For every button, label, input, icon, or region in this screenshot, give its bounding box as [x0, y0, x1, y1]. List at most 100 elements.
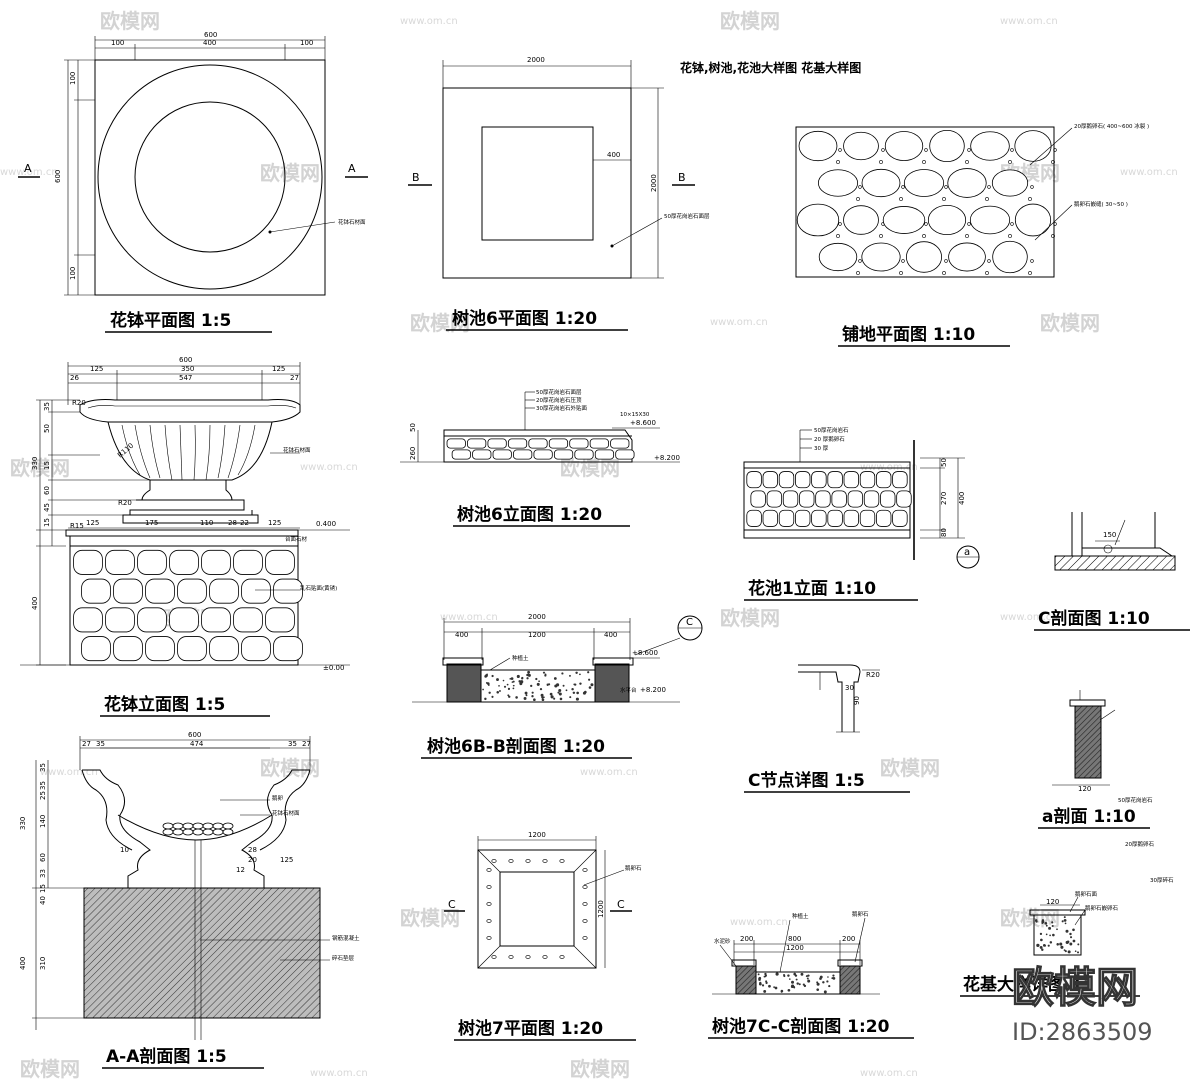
svg-text:种植土: 种植土: [512, 654, 529, 662]
pebble-dot: [525, 955, 531, 959]
stone: [105, 607, 135, 633]
dim-text: 350: [181, 365, 194, 373]
stone: [843, 509, 859, 527]
bed1-elevation-view: 50厚花岗岩石 20 厚鹅卵石 30 厚 50 270 80 400 a 花池1…: [743, 426, 980, 601]
svg-text:50: 50: [409, 423, 417, 432]
stone: [81, 636, 111, 662]
dim-text: 2000: [650, 174, 658, 192]
gravel-dot: [787, 974, 790, 977]
gravel-dot: [535, 677, 538, 681]
svg-text:125: 125: [86, 519, 99, 527]
pebble: [1028, 271, 1032, 275]
gravel-dot: [541, 696, 544, 699]
gravel-dot: [569, 674, 571, 677]
gravel-dot: [561, 672, 564, 675]
svg-text:110: 110: [200, 519, 213, 527]
c-section-view: 150 C剖面图 1:10: [1034, 512, 1190, 631]
svg-text:www.om.cn: www.om.cn: [580, 767, 638, 778]
svg-text:28: 28: [228, 519, 237, 527]
pebble-dot: [582, 868, 588, 872]
gravel-fill: [1034, 916, 1080, 954]
svg-text:30厚碎石: 30厚碎石: [1150, 876, 1174, 884]
gravel-dot: [1037, 944, 1040, 947]
stone: [513, 449, 533, 460]
gravel-dot: [579, 673, 581, 676]
gravel-dot: [488, 691, 491, 694]
stone: [892, 471, 908, 489]
gravel-dot: [768, 984, 771, 988]
svg-text:80: 80: [940, 528, 948, 537]
pebble-dot: [486, 885, 492, 889]
svg-text:花钵石材面: 花钵石材面: [272, 809, 300, 817]
svg-text:www.om.cn: www.om.cn: [860, 1068, 918, 1079]
gravel-dot: [588, 686, 592, 689]
paving-stone: [927, 204, 967, 236]
svg-text:40: 40: [39, 896, 47, 905]
svg-text:50厚花岗岩石面层: 50厚花岗岩石面层: [536, 388, 582, 396]
gravel-dot: [542, 696, 545, 699]
svg-text:200: 200: [740, 935, 753, 943]
stone: [533, 449, 553, 460]
stone: [843, 471, 859, 489]
svg-text:90: 90: [853, 696, 861, 705]
gravel-dot: [832, 974, 835, 977]
stone: [273, 578, 303, 604]
pebble: [881, 148, 885, 152]
stone: [105, 549, 135, 575]
dim-text: 400: [607, 151, 620, 159]
svg-text:400: 400: [958, 492, 966, 505]
radius-label: R20: [118, 499, 132, 507]
pebble: [212, 822, 224, 830]
gravel-dot: [1039, 945, 1043, 949]
gravel-dot: [773, 986, 775, 988]
level-text: +8.600: [630, 419, 656, 427]
gravel-dot: [507, 694, 510, 697]
svg-text:1200: 1200: [597, 900, 605, 918]
paving-stone: [991, 169, 1029, 197]
gravel-dot: [559, 697, 563, 701]
gravel-dot: [506, 683, 509, 686]
gravel-dot: [533, 698, 536, 702]
gravel-dot: [572, 691, 576, 695]
gravel-dot: [1067, 950, 1071, 954]
stone: [589, 438, 609, 449]
gravel-dot: [516, 674, 520, 678]
svg-text:175: 175: [145, 519, 158, 527]
pebble: [858, 259, 862, 263]
gravel-dot: [1059, 942, 1063, 946]
gravel-dot: [1070, 936, 1073, 939]
gravel-dot: [575, 671, 578, 675]
svg-text:474: 474: [190, 740, 204, 748]
svg-text:22: 22: [240, 519, 249, 527]
gravel-dot: [816, 982, 820, 986]
svg-text:50: 50: [940, 458, 948, 467]
paving-stone: [818, 242, 858, 272]
svg-text:欧模网: 欧模网: [720, 9, 780, 33]
gravel-dot: [758, 982, 762, 986]
gravel-dot: [775, 972, 779, 976]
stone: [528, 438, 548, 449]
stone: [169, 607, 199, 633]
c-node-detail-view: R20 30 90 C节点详图 1:5: [744, 664, 910, 793]
pebble: [1051, 160, 1055, 164]
gravel-dot: [1034, 919, 1038, 922]
gravel-dot: [832, 976, 836, 980]
gravel-dot: [1072, 939, 1076, 943]
gravel-dot: [1045, 933, 1048, 936]
gravel-dot: [576, 691, 579, 695]
svg-text:鹅卵石嵌卵石: 鹅卵石嵌卵石: [1085, 904, 1119, 912]
stone: [795, 509, 811, 527]
leader-note: 乱石贴面(黄锈): [300, 584, 337, 592]
leader-note: 50厚花岗岩石面层: [664, 212, 710, 220]
svg-text:35: 35: [96, 740, 105, 748]
gravel-dot: [780, 991, 783, 993]
svg-text:12: 12: [236, 866, 245, 874]
stone-wall-pattern: [446, 438, 635, 460]
svg-text:欧模网: 欧模网: [100, 9, 160, 33]
pebble: [987, 185, 991, 189]
pebble: [858, 185, 862, 189]
pebble: [172, 828, 184, 836]
gravel-dot: [765, 981, 768, 985]
stone: [507, 438, 528, 449]
pebble: [838, 148, 842, 152]
